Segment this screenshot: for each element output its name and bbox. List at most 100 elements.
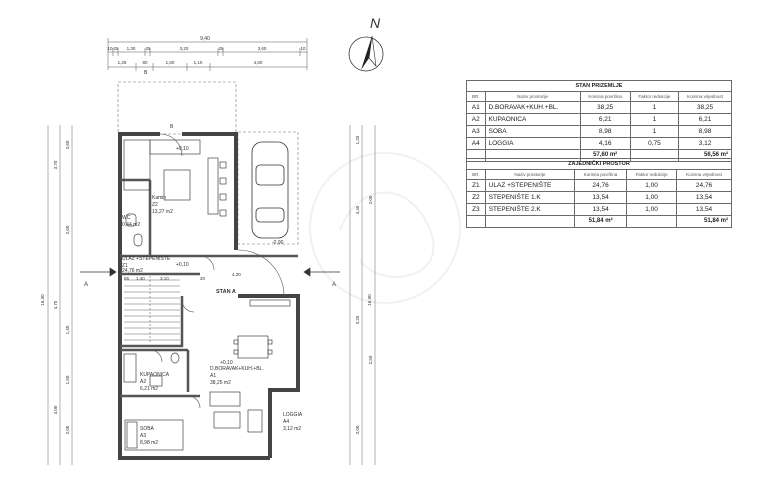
cell-naziv: D.BORAVAK+KUH.+BL.: [484, 101, 581, 114]
header-faktor: Faktor redukcije: [629, 91, 680, 102]
room-ulaz-code: Z1: [122, 263, 128, 269]
header-faktor: Faktor redukcije: [626, 169, 678, 180]
dim-top-5: 3,20: [180, 46, 189, 51]
cell-naziv: SOBA: [484, 125, 581, 138]
door-swings: [149, 133, 285, 409]
dim-right-f: 2,50: [368, 355, 373, 364]
cell-povrsina: 13,54: [574, 191, 628, 204]
cell-naziv: KUPAONICA: [484, 113, 581, 126]
north-label: N: [370, 15, 381, 31]
stan-prizemlje-table: STAN PRIZEMLJE BR. Naziv prostorije Kori…: [466, 80, 732, 162]
header-vrijednost: Korisna vrijednost: [676, 169, 732, 180]
dim-left-b: 4,75: [53, 300, 58, 309]
cell-br: Z3: [466, 203, 486, 216]
dim-top-8: 10: [300, 46, 306, 51]
dim-right-a: 1,25: [355, 135, 360, 144]
cell-faktor: 1,00: [626, 203, 678, 216]
cell-povrsina: 4,16: [579, 137, 631, 150]
dim-right-d: 3,00: [355, 425, 360, 434]
cell-br: Z1: [466, 179, 486, 192]
room-kupaonica-area: 6,21 m2: [140, 386, 158, 392]
room-loggia-area: 3,12 m2: [283, 426, 301, 432]
dim-right-c: 3,25: [355, 315, 360, 324]
table-title: ZAJEDNIČKI PROSTOR: [466, 158, 732, 170]
living-room-furniture: [209, 299, 291, 433]
exterior-walls: [118, 132, 300, 460]
cell-faktor: 1: [629, 125, 680, 138]
car-symbol: [251, 141, 289, 239]
room-soba-label: SOBA: [140, 426, 155, 432]
table-row: A2 KUPAONICA 6,21 1 6,21: [466, 113, 732, 126]
dim-left-total: 16,30: [40, 294, 45, 306]
table-title: STAN PRIZEMLJE: [466, 80, 732, 92]
table-row: A4 LOGGIA 4,16 0,75 3,12: [466, 137, 732, 150]
room-boravak-label: D.BORAVAK+KUH.+BL.: [210, 366, 264, 372]
section-marker-right: A: [332, 282, 336, 288]
room-ulaz-area: 24,76 m2: [122, 268, 143, 274]
room-kamin-elev: +0,10: [176, 146, 189, 152]
header-vrijednost: Korisna vrijednost: [678, 91, 732, 102]
dim-overall: 9,40: [200, 36, 210, 42]
table-total-row: 51,84 m² 51,84 m²: [466, 215, 732, 228]
dim-right-total: 16,90: [367, 294, 372, 306]
cell-povrsina: 38,25: [579, 101, 631, 114]
cell-vrijednost: 24,76: [676, 179, 732, 192]
cell-naziv: LOGGIA: [484, 137, 581, 150]
cell-vrijednost: 13,54: [676, 203, 732, 216]
cell-naziv: STEPENIŠTE 2.K: [484, 203, 576, 216]
dim-left-f: 1,40: [65, 325, 70, 334]
section-marker-left: A: [84, 282, 88, 288]
north-arrow: N: [348, 15, 384, 72]
cell-naziv: STEPENIŠTE 1.K: [484, 191, 576, 204]
kitchen-furniture: [123, 139, 227, 247]
room-ulaz-label: ULAZ +STEPENIŠTE: [122, 255, 171, 262]
room-wc-label: WC: [122, 215, 131, 221]
dim-left-g: 1,50: [65, 375, 70, 384]
bed: [124, 419, 184, 451]
dim-mid-4: 20: [200, 276, 206, 281]
cell-povrsina: 6,21: [579, 113, 631, 126]
garage-elev: -0,90: [272, 240, 284, 246]
room-ulaz-elev: +0,10: [176, 262, 189, 268]
table-row: A1 D.BORAVAK+KUH.+BL. 38,25 1 38,25: [466, 101, 732, 114]
dim-top-11: 1,60: [166, 60, 175, 65]
cell-faktor: 1: [629, 101, 680, 114]
zajednicki-prostor-table: ZAJEDNIČKI PROSTOR BR. Naziv prostorije …: [466, 158, 732, 228]
header-povrsina: Korisna površina: [579, 91, 631, 102]
room-loggia-code: A4: [283, 419, 289, 425]
interior-walls: [120, 178, 298, 398]
dim-left-c: 4,00: [53, 405, 58, 414]
dim-left-d: 3,60: [65, 140, 70, 149]
room-kamin-label: Kamin: [152, 195, 166, 201]
room-kamin-area: 13,27 m2: [152, 209, 173, 215]
header-br: BR.: [466, 91, 486, 102]
cell-vrijednost: 8,98: [678, 125, 732, 138]
room-kupaonica-code: A2: [140, 379, 146, 385]
table-row: Z1 ULAZ +STEPENIŠTE 24,76 1,00 24,76: [466, 179, 732, 192]
side-dimension-lines: [47, 125, 376, 465]
header-naziv: Naziv prostorije: [484, 169, 576, 180]
dim-top-10: 80: [142, 60, 148, 65]
dim-top-6: 25: [218, 46, 224, 51]
bathroom-fixtures: [123, 352, 180, 387]
dim-top-9: 1,25: [118, 60, 127, 65]
total-area: 51,84 m²: [574, 215, 628, 228]
section-markers: [80, 267, 340, 277]
door-label-1: B: [144, 70, 148, 76]
dim-top-12: 1,10: [194, 60, 203, 65]
watermark-logo: [309, 152, 461, 304]
dim-right-b: 4,45: [355, 205, 360, 214]
dim-left-e: 2,60: [65, 225, 70, 234]
dim-top-13: 4,60: [254, 60, 263, 65]
door-label-2: B: [170, 124, 174, 130]
cell-faktor: 1,00: [626, 191, 678, 204]
cell-faktor: 1: [629, 113, 680, 126]
table-row: Z3 STEPENIŠTE 2.K 13,54 1,00 13,54: [466, 203, 732, 216]
cell-povrsina: 24,76: [574, 179, 628, 192]
cell-povrsina: 13,54: [574, 203, 628, 216]
room-soba-code: A3: [140, 433, 146, 439]
header-naziv: Naziv prostorije: [484, 91, 581, 102]
cell-br: A1: [466, 101, 486, 114]
cell-faktor: 0,75: [629, 137, 680, 150]
dim-top-2: 25: [113, 46, 119, 51]
